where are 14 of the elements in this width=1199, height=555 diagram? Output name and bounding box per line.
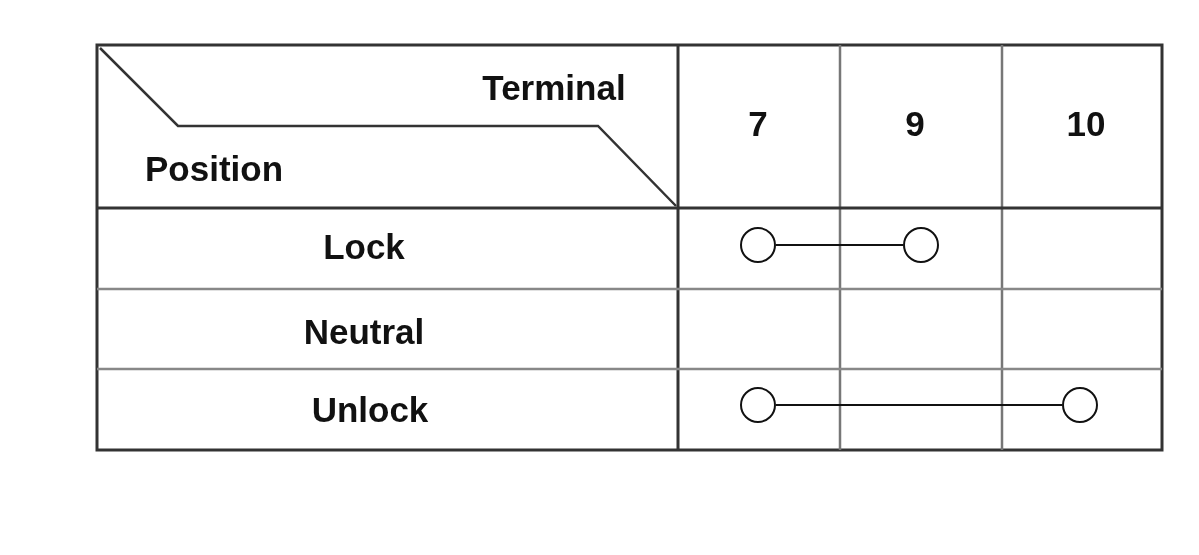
- column-header-text: 7: [748, 105, 768, 141]
- column-header-text: 10: [1066, 105, 1106, 141]
- terminal-circle: [903, 227, 939, 263]
- connection-line: [775, 404, 1063, 406]
- column-header-text: 9: [905, 105, 925, 141]
- connection-line: [775, 244, 904, 246]
- row-label-text: Lock: [323, 228, 405, 264]
- terminal-circle: [740, 387, 776, 423]
- row-label-text: Unlock: [311, 391, 429, 427]
- row-header-text: Position: [144, 150, 284, 186]
- row-label-text: Neutral: [303, 313, 425, 349]
- terminal-circle: [740, 227, 776, 263]
- terminal-circle: [1062, 387, 1098, 423]
- column-header-text: Terminal: [482, 69, 626, 105]
